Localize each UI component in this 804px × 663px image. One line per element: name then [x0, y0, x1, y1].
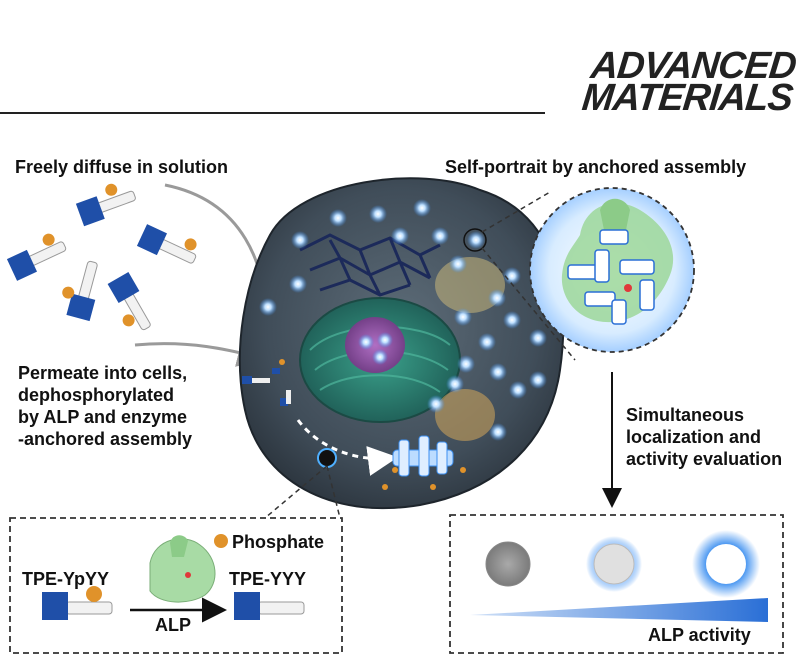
assembly-arrow — [296, 419, 398, 476]
permeate-label: Permeate into cells, dephosphorylated by… — [18, 362, 192, 450]
enzyme-assembly-zoom — [561, 198, 674, 325]
activity-circles — [485, 530, 760, 598]
activity-wedge — [470, 598, 768, 622]
activity-box — [449, 514, 784, 654]
alp-activity-label: ALP activity — [648, 625, 751, 645]
fluorescent-assemblies — [259, 199, 547, 441]
enzyme-label: ALP — [155, 615, 191, 635]
simultaneous-label: Simultaneous localization and activity e… — [626, 404, 782, 470]
phosphate-legend-icon — [214, 534, 228, 548]
er-network — [299, 233, 441, 297]
alp-enzyme — [149, 535, 216, 603]
header-rule — [0, 112, 545, 114]
permeate-line-1: Permeate into cells, — [18, 363, 188, 383]
product-label: TPE-YYY — [229, 569, 307, 589]
permeate-line-3: by ALP and enzyme — [18, 407, 188, 427]
free-molecule — [136, 224, 197, 264]
product-molecule — [234, 592, 305, 620]
phosphate-legend-label: Phosphate — [232, 532, 325, 552]
free-molecule — [75, 183, 136, 227]
nucleolus — [345, 317, 405, 373]
cell — [238, 177, 565, 510]
anchored-assembly — [392, 435, 454, 477]
free-molecules — [6, 183, 197, 331]
entering-molecules — [242, 359, 291, 406]
reaction-box — [9, 517, 343, 654]
simultaneous-line-3: activity evaluation — [626, 449, 783, 469]
permeate-line-4: -anchored assembly — [18, 429, 193, 449]
free-molecule — [6, 233, 67, 281]
zoom-source-dot — [317, 448, 337, 468]
permeate-line-2: dephosphorylated — [18, 385, 175, 405]
free-molecule — [107, 272, 151, 331]
activity-circle-high — [706, 544, 746, 584]
substrate-molecule — [42, 586, 113, 620]
simultaneous-line-2: localization and — [626, 427, 762, 447]
substrate-label: TPE-YpYY — [22, 569, 110, 589]
freely-diffuse-label: Freely diffuse in solution — [15, 157, 229, 177]
self-portrait-label: Self-portrait by anchored assembly — [445, 157, 747, 177]
activity-circle-low — [485, 541, 531, 587]
free-molecule — [62, 260, 98, 322]
simultaneous-line-1: Simultaneous — [626, 405, 745, 425]
activity-circle-medium — [593, 543, 635, 585]
organelle-yellow — [435, 389, 495, 441]
